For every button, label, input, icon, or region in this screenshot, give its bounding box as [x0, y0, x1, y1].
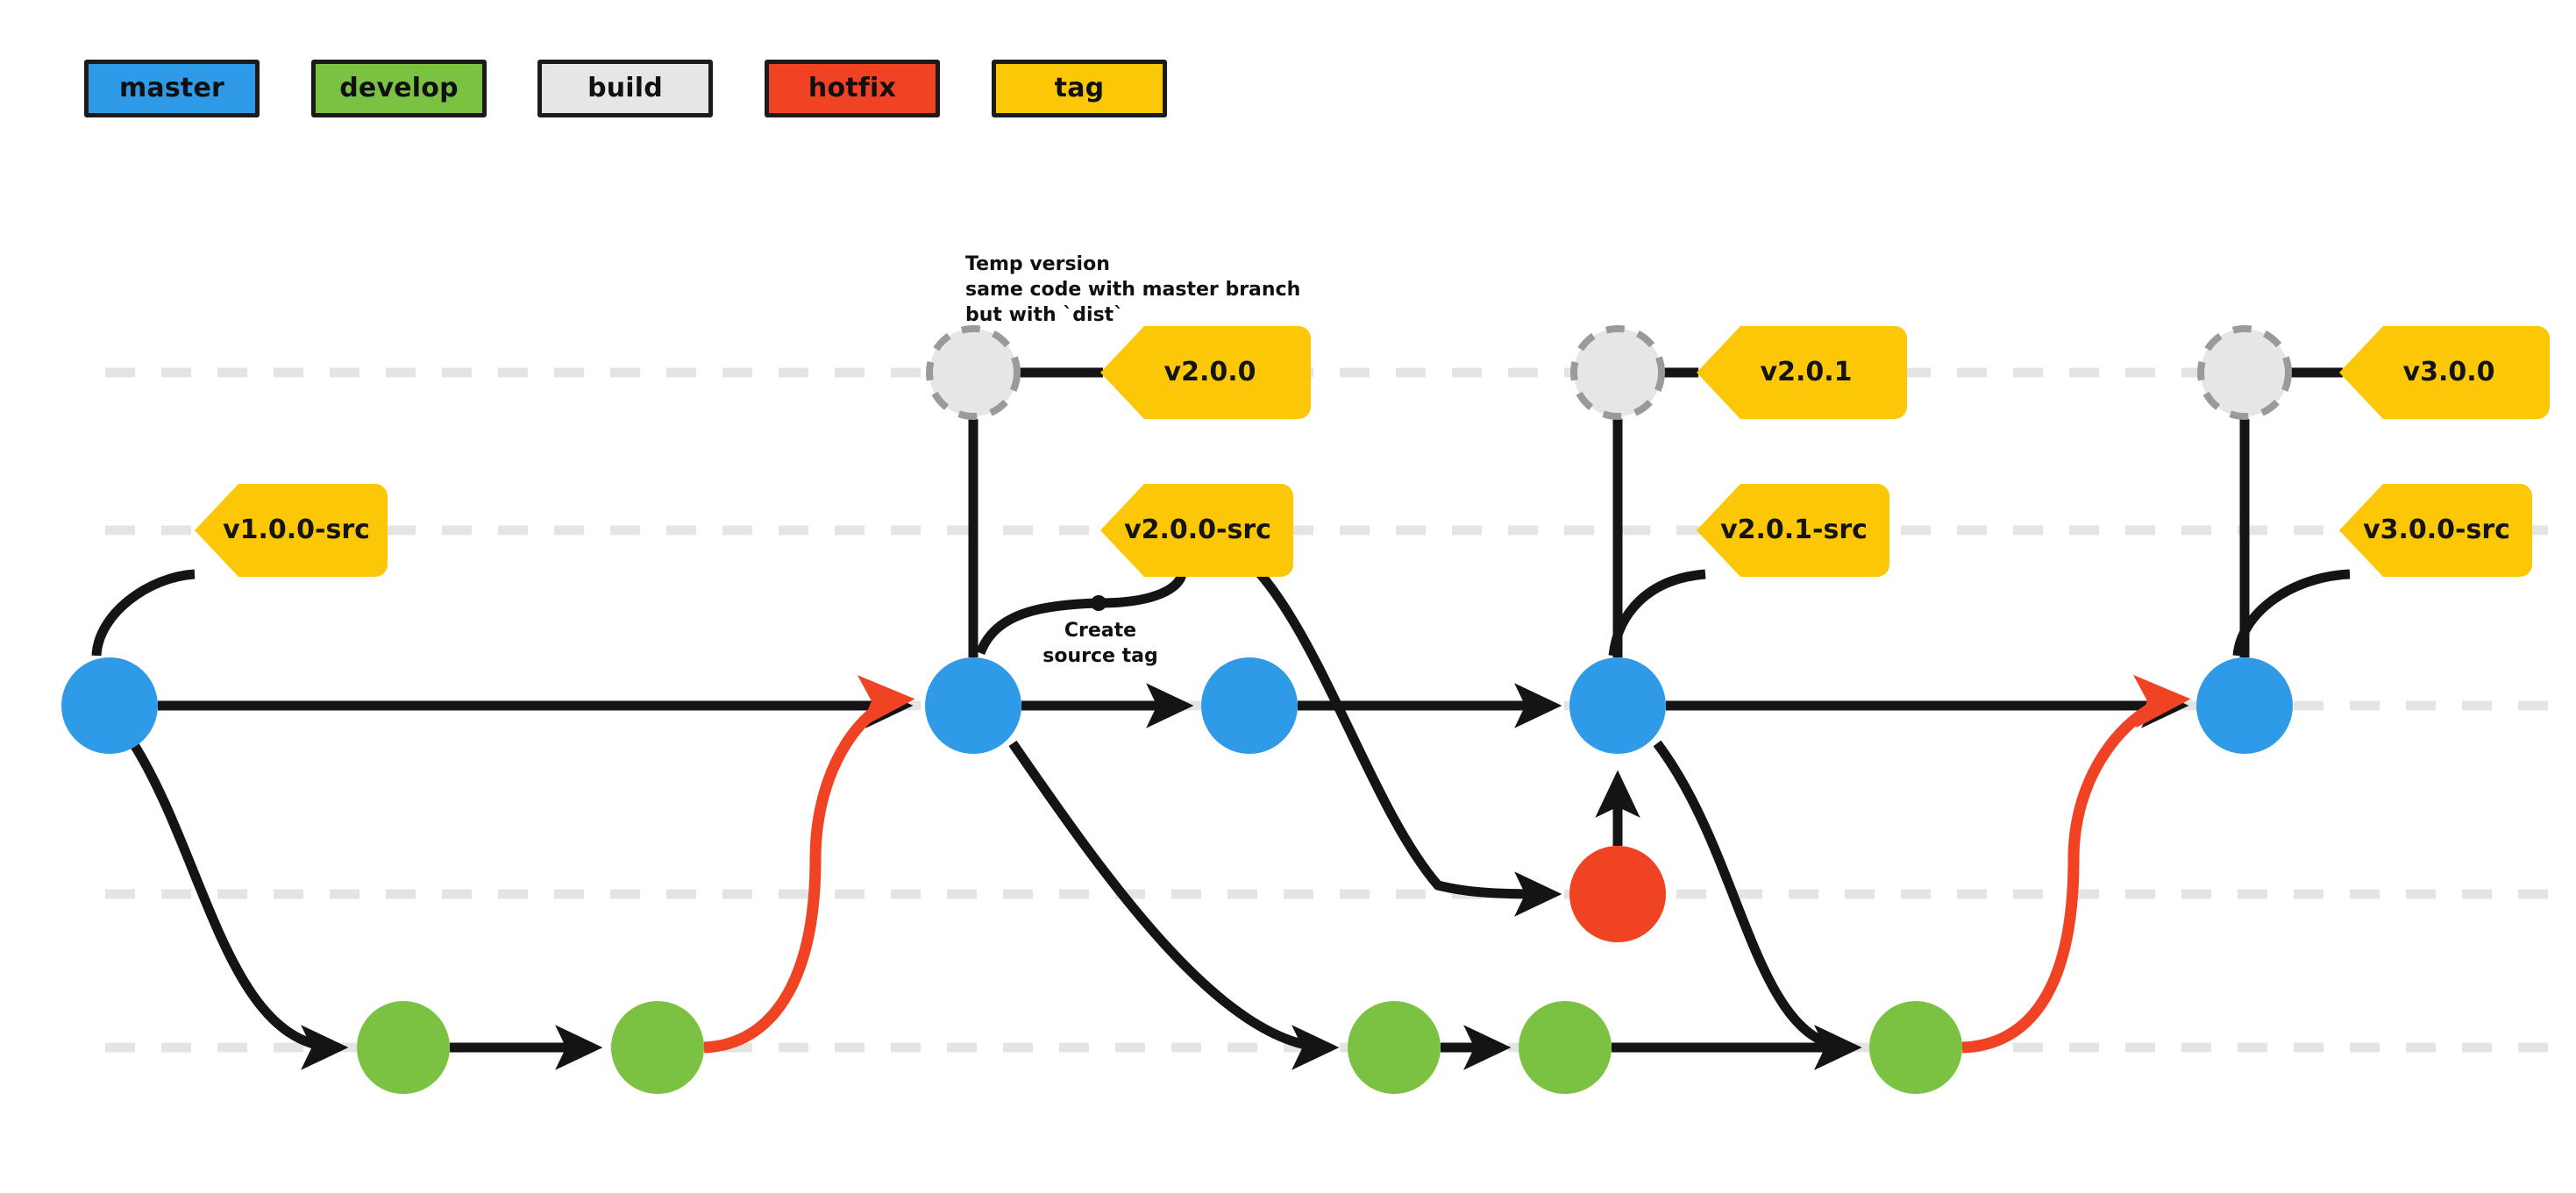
tag-shape-v3-0-0-src[interactable]: [2339, 484, 2532, 577]
tag-shape-v2-0-1-src[interactable]: [1697, 484, 1889, 577]
legend-label-tag: tag: [1054, 73, 1105, 103]
node-build-b2[interactable]: [1570, 325, 1665, 420]
edge-branch-m4-to-d5: [1653, 740, 1862, 1070]
annotation-temp-version: Temp version same code with master branc…: [965, 253, 1301, 327]
tag-shape-v2-0-0-src[interactable]: [1100, 484, 1293, 577]
tag-shape-v1-0-0-src[interactable]: [195, 484, 388, 577]
node-master-m5[interactable]: [2196, 657, 2293, 754]
node-build-b1[interactable]: [926, 325, 1021, 420]
node-master-m3[interactable]: [1201, 657, 1298, 754]
node-develop-d2[interactable]: [611, 1001, 704, 1094]
node-build-b3[interactable]: [2197, 325, 2292, 420]
legend-label-develop: develop: [339, 73, 459, 103]
node-master-m2[interactable]: [925, 657, 1021, 754]
legend-item-hotfix[interactable]: hotfix: [765, 60, 940, 117]
legend-label-build: build: [587, 73, 663, 103]
tag-shape-v2-0-1[interactable]: [1697, 326, 1907, 419]
edge-branch-m2-to-d3: [1008, 740, 1340, 1070]
edge-merge-d5-to-m5: [1961, 674, 2191, 1054]
node-develop-d3[interactable]: [1348, 1001, 1441, 1094]
edge-merge-d2-to-m2: [703, 675, 915, 1054]
legend-label-hotfix: hotfix: [808, 73, 897, 103]
node-develop-d5[interactable]: [1869, 1001, 1962, 1094]
tag-shape-v2-0-0[interactable]: [1100, 326, 1311, 419]
node-master-m1[interactable]: [61, 657, 158, 754]
legend: master develop build hotfix tag: [0, 0, 2576, 158]
create-source-tag-dot: [1091, 595, 1107, 611]
edge-branch-m1-to-d1: [129, 741, 349, 1070]
graph-edges: [91, 367, 2351, 1070]
node-hotfix-h1[interactable]: [1569, 846, 1666, 942]
legend-item-master[interactable]: master: [84, 60, 260, 117]
legend-item-build[interactable]: build: [537, 60, 713, 117]
graph-merge-edges: [703, 674, 2191, 1054]
node-master-m4[interactable]: [1569, 657, 1666, 754]
tag-shapes: [195, 326, 2550, 577]
legend-item-tag[interactable]: tag: [992, 60, 1167, 117]
node-develop-d4[interactable]: [1519, 1001, 1612, 1094]
edge-m5-to-tag-v300src: [2232, 569, 2351, 657]
edge-m1-to-tag-v100src: [91, 569, 196, 657]
node-develop-d1[interactable]: [357, 1001, 450, 1094]
edge-m4-to-tag-v201src: [1608, 569, 1706, 657]
legend-item-develop[interactable]: develop: [311, 60, 487, 117]
annotation-create-source-tag: Create source tag: [1042, 620, 1158, 668]
commit-nodes: [61, 325, 2293, 1094]
legend-label-master: master: [118, 73, 225, 103]
tag-shape-v3-0-0[interactable]: [2339, 326, 2550, 419]
